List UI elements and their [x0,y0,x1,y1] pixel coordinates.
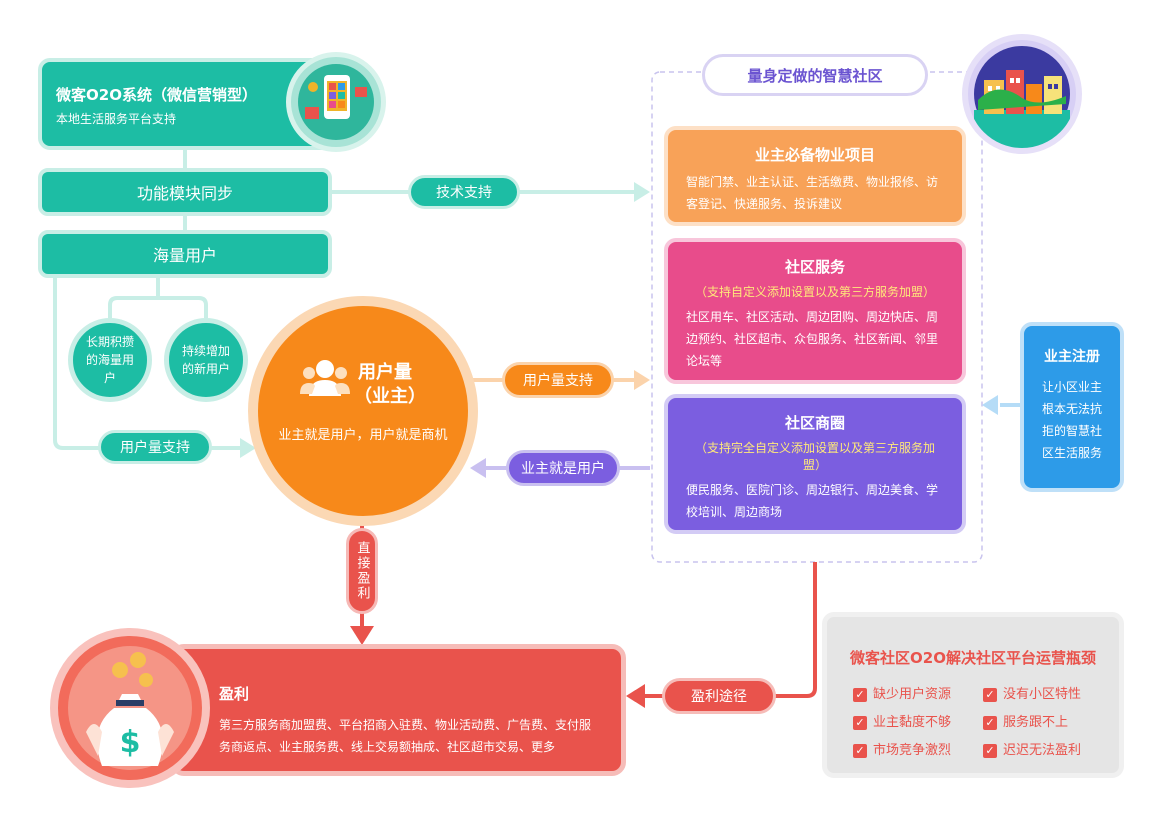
smart-community-banner: 量身定做的智慧社区 [702,54,928,96]
user-support-pill: 用户量支持 [502,362,614,398]
mass-users-bar: 海量用户 [38,230,332,278]
card3-title: 社区商圈 [784,414,845,432]
check-icon: ✓ [983,743,997,758]
header-title: 微客O2O系统（微信营销型） [56,86,257,104]
card2-title: 社区服务 [784,258,845,276]
owner-is-user-pill: 业主就是用户 [506,450,620,486]
bubble-a-label: 长期积攒的海量用户 [85,335,134,385]
card1-title: 业主必备物业项目 [754,146,875,164]
check-icon: ✓ [983,687,997,702]
left-support-label: 用户量支持 [120,440,190,456]
bottleneck-item: ✓业主黏度不够 [853,711,951,730]
bottleneck-item: ✓服务跟不上 [983,711,1068,730]
profit-title: 盈利 [219,685,250,703]
user-count-title: 用户量 [358,362,412,383]
business-circle-card: 社区商圈 （支持完全自定义添加设置以及第三方服务加盟） 便民服务、医院门诊、周边… [664,394,966,534]
bottleneck-item: ✓没有小区特性 [983,683,1081,702]
card2-body: 社区用车、社区活动、周边团购、周边快店、周边预约、社区超市、众包服务、社区新闻、… [686,310,939,368]
user-support-label: 用户量支持 [523,373,593,389]
bottleneck-item: ✓市场竞争激烈 [853,739,951,758]
bubble-long-term-users: 长期积攒的海量用户 [68,318,152,402]
tech-support-pill: 技术支持 [408,175,520,209]
card3-body: 便民服务、医院门诊、周边银行、周边美食、学校培训、周边商场 [686,483,939,519]
user-count-circle: 用户量 （业主） 业主就是用户，用户就是商机 [248,296,478,526]
register-body: 让小区业主根本无法抗拒的智慧社区生活服务 [1041,380,1102,460]
card3-sub: （支持完全自定义添加设置以及第三方服务加盟） [694,441,935,472]
card2-sub: （支持自定义添加设置以及第三方服务加盟） [694,285,935,299]
module-sync-bar: 功能模块同步 [38,168,332,216]
module-sync-label: 功能模块同步 [136,184,233,203]
money-bag-icon: $ [50,628,210,788]
check-icon: ✓ [853,715,867,730]
profit-path-label: 盈利途径 [691,689,747,705]
svg-text:$: $ [120,725,141,760]
profit-path-pill: 盈利途径 [662,678,776,714]
bubble-new-users: 持续增加的新用户 [164,318,248,402]
profit-box: 盈利 第三方服务商加盟费、平台招商入驻费、物业活动费、广告费、支付服务商返点、业… [170,644,626,776]
bottleneck-panel: 微客社区O2O解决社区平台运营瓶颈 ✓缺少用户资源 ✓没有小区特性 ✓业主黏度不… [822,612,1124,778]
check-icon: ✓ [983,715,997,730]
header-subtitle: 本地生活服务平台支持 [56,112,177,126]
users-group-icon [300,358,350,402]
bubble-b-label: 持续增加的新用户 [181,344,230,376]
community-services-card: 社区服务 （支持自定义添加设置以及第三方服务加盟） 社区用车、社区活动、周边团购… [664,238,966,384]
check-icon: ✓ [853,687,867,702]
owner-is-user-label: 业主就是用户 [521,461,605,477]
user-count-owner: （业主） [354,386,426,407]
bottleneck-item: ✓缺少用户资源 [853,683,951,702]
owner-register-box: 业主注册 让小区业主根本无法抗拒的智慧社区生活服务 [1020,322,1124,492]
register-title: 业主注册 [1044,349,1100,365]
user-count-caption: 业主就是用户，用户就是商机 [278,428,448,443]
left-user-support-pill: 用户量支持 [98,430,212,464]
card1-body: 智能门禁、业主认证、生活缴费、物业报修、访客登记、快递服务、投诉建议 [686,175,939,211]
phone-illustration-icon [286,52,386,152]
mass-users-label: 海量用户 [152,246,217,265]
bottleneck-title: 微客社区O2O解决社区平台运营瓶颈 [850,649,1096,667]
profit-body: 第三方服务商加盟费、平台招商入驻费、物业活动费、广告费、支付服务商返点、业主服务… [219,718,592,754]
check-icon: ✓ [853,743,867,758]
city-illustration-icon [962,34,1082,154]
bottleneck-item: ✓迟迟无法盈利 [983,739,1081,758]
property-services-card: 业主必备物业项目 智能门禁、业主认证、生活缴费、物业报修、访客登记、快递服务、投… [664,126,966,226]
tech-support-label: 技术支持 [436,185,492,201]
direct-profit-label: 直接盈利 [346,528,378,614]
